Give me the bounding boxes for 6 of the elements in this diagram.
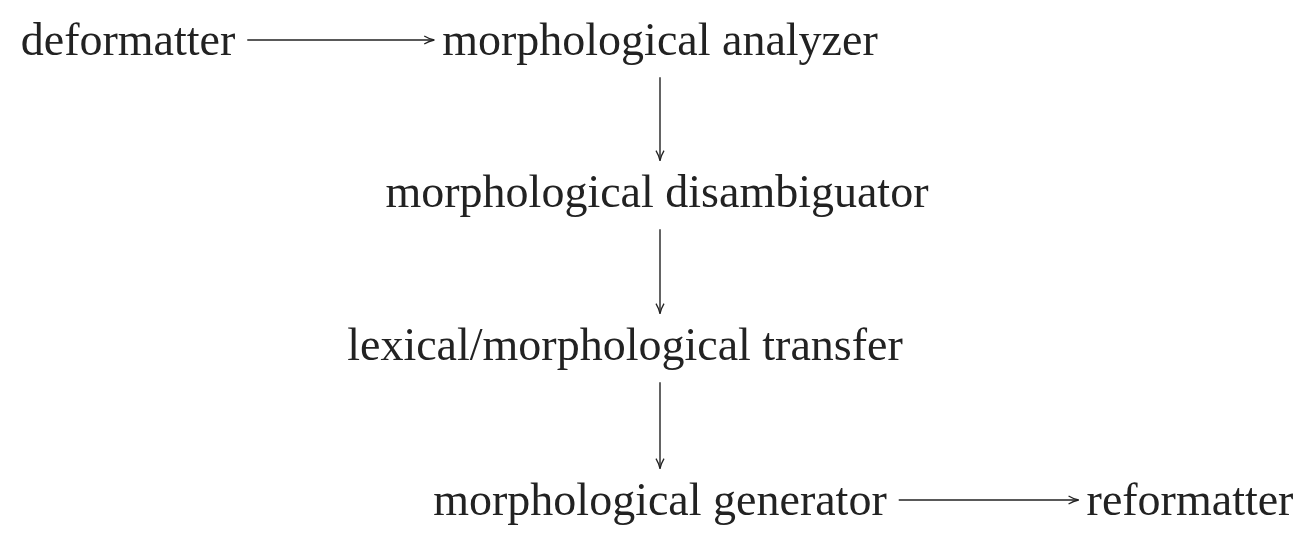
process-label: morphological generator bbox=[433, 474, 887, 526]
process-label: deformatter bbox=[20, 14, 236, 66]
process-label: reformatter bbox=[1086, 474, 1294, 526]
process-label: lexical/morphological transfer bbox=[347, 319, 903, 371]
process-label: morphological disambiguator bbox=[385, 166, 929, 218]
process-label: morphological analyzer bbox=[442, 14, 878, 66]
